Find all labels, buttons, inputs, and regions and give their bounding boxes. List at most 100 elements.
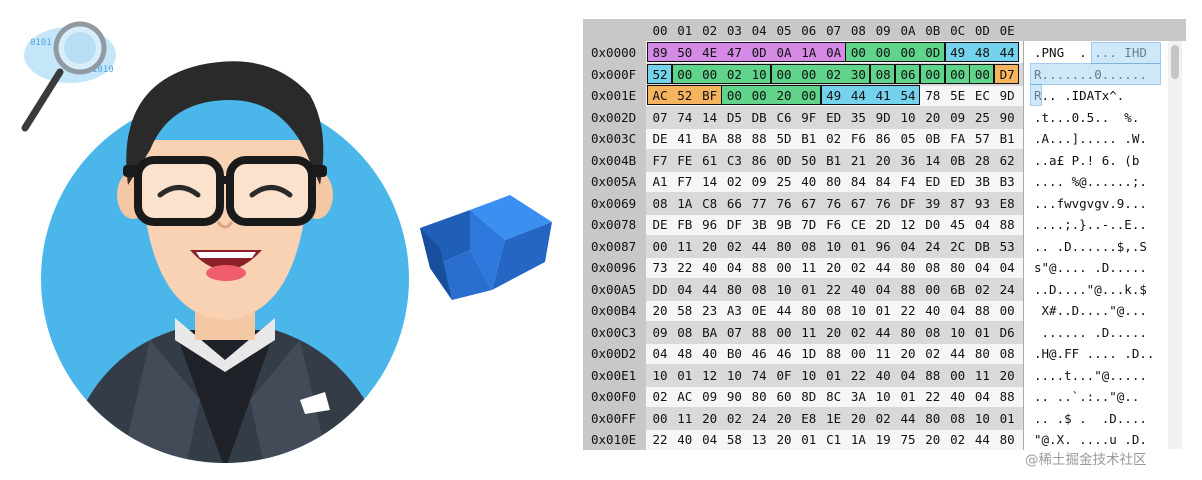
hex-byte[interactable]: 6B (950, 281, 966, 297)
hex-byte[interactable]: 22 (652, 432, 668, 447)
hex-byte[interactable]: 54 (900, 88, 916, 103)
hex-byte[interactable]: 73 (652, 260, 668, 275)
hex-byte[interactable]: 0D (925, 45, 941, 60)
ascii-text[interactable]: .... %@......;. (1034, 174, 1147, 189)
hex-byte[interactable]: B1 (801, 131, 817, 146)
hex-byte[interactable]: 01 (677, 367, 693, 383)
hex-byte[interactable]: 00 (875, 45, 891, 60)
hex-byte[interactable]: 07 (652, 109, 668, 125)
hex-byte[interactable]: 0A (826, 45, 842, 60)
hex-byte[interactable]: 80 (974, 346, 990, 361)
hex-byte[interactable]: 88 (925, 367, 941, 383)
hex-byte[interactable]: 20 (850, 410, 866, 426)
hex-byte[interactable]: 3B (751, 217, 767, 232)
hex-byte[interactable]: 9F (801, 109, 817, 125)
hex-byte[interactable]: 20 (776, 410, 792, 426)
hex-byte[interactable]: 52 (652, 66, 668, 82)
hex-byte[interactable]: 20 (776, 432, 792, 447)
hex-byte[interactable]: 50 (677, 45, 693, 60)
hex-byte[interactable]: 24 (925, 238, 941, 254)
ascii-text[interactable]: X#..D...."@... (1034, 303, 1147, 318)
hex-byte[interactable]: 14 (702, 174, 718, 189)
hex-byte[interactable]: 20 (702, 238, 718, 254)
hex-byte[interactable]: 00 (776, 260, 792, 275)
hex-byte[interactable]: 74 (677, 109, 693, 125)
hex-byte[interactable]: 11 (677, 238, 693, 254)
hex-byte[interactable]: 3A (850, 389, 866, 404)
hex-byte[interactable]: 35 (850, 109, 866, 125)
hex-byte[interactable]: 02 (726, 238, 742, 254)
hex-byte[interactable]: 20 (652, 303, 668, 318)
hex-byte[interactable]: 80 (801, 303, 817, 318)
hex-byte[interactable]: 02 (950, 432, 966, 447)
hex-byte[interactable]: 20 (900, 346, 916, 361)
hex-byte[interactable]: 22 (900, 303, 916, 318)
hex-byte[interactable]: B3 (999, 174, 1015, 189)
hex-byte[interactable]: 1A (677, 195, 693, 211)
hex-byte[interactable]: 76 (776, 195, 792, 211)
hex-byte[interactable]: 14 (702, 109, 718, 125)
hex-byte[interactable]: 20 (776, 88, 792, 103)
hex-byte[interactable]: 11 (974, 367, 990, 383)
hex-byte[interactable]: 84 (850, 174, 866, 189)
hex-byte[interactable]: 49 (826, 88, 842, 103)
hex-byte[interactable]: 88 (826, 346, 842, 361)
hex-byte[interactable]: D6 (999, 324, 1015, 340)
hex-byte[interactable]: 88 (751, 260, 767, 275)
hex-byte[interactable]: 88 (900, 281, 916, 297)
hex-byte[interactable]: B0 (726, 346, 742, 361)
hex-byte[interactable]: 10 (950, 324, 966, 340)
hex-byte[interactable]: 80 (925, 410, 941, 426)
hex-byte[interactable]: 96 (702, 217, 718, 232)
hex-byte[interactable]: B1 (826, 152, 842, 168)
hex-byte[interactable]: 4E (702, 45, 718, 60)
hex-byte[interactable]: FE (677, 152, 693, 168)
hex-byte[interactable]: DD (652, 281, 668, 297)
hex-byte[interactable]: 84 (875, 174, 891, 189)
hex-byte[interactable]: 08 (652, 195, 668, 211)
hex-byte[interactable]: 11 (875, 346, 891, 361)
hex-byte[interactable]: AC (677, 389, 693, 404)
hex-byte[interactable]: 67 (850, 195, 866, 211)
hex-byte[interactable]: 20 (999, 367, 1015, 383)
hex-byte[interactable]: 02 (652, 389, 668, 404)
hex-byte[interactable]: 01 (875, 303, 891, 318)
hex-byte[interactable]: 0A (776, 45, 792, 60)
hex-byte[interactable]: F7 (677, 174, 693, 189)
hex-byte[interactable]: 86 (875, 131, 891, 146)
hex-byte[interactable]: ED (925, 174, 941, 189)
hex-byte[interactable]: 01 (826, 367, 842, 383)
hex-byte[interactable]: 89 (652, 45, 668, 60)
hex-byte[interactable]: 88 (751, 131, 767, 146)
hex-byte[interactable]: 01 (850, 238, 866, 254)
hex-byte[interactable]: 01 (974, 324, 990, 340)
hex-byte[interactable]: 00 (950, 367, 966, 383)
hex-byte[interactable]: 20 (702, 410, 718, 426)
hex-byte[interactable]: 80 (751, 389, 767, 404)
hex-byte[interactable]: 02 (826, 66, 842, 82)
hex-byte[interactable]: 10 (826, 238, 842, 254)
hex-byte[interactable]: 04 (950, 303, 966, 318)
hex-byte[interactable]: 08 (801, 238, 817, 254)
hex-byte[interactable]: 10 (875, 389, 891, 404)
hex-byte[interactable]: 22 (850, 367, 866, 383)
hex-byte[interactable]: 61 (702, 152, 718, 168)
hex-byte[interactable]: 88 (999, 217, 1015, 232)
hex-byte[interactable]: 93 (974, 195, 990, 211)
hex-byte[interactable]: FA (950, 131, 966, 146)
hex-byte[interactable]: 96 (875, 238, 891, 254)
hex-byte[interactable]: 40 (677, 432, 693, 447)
hex-byte[interactable]: B1 (999, 131, 1015, 146)
hex-byte[interactable]: 08 (826, 303, 842, 318)
hex-byte[interactable]: 1A (850, 432, 866, 447)
hex-byte[interactable]: 08 (950, 410, 966, 426)
hex-byte[interactable]: BA (702, 324, 718, 340)
hex-byte[interactable]: 20 (925, 109, 941, 125)
hex-byte[interactable]: 02 (974, 281, 990, 297)
hex-byte[interactable]: 00 (850, 45, 866, 60)
hex-byte[interactable]: 0B (950, 152, 966, 168)
hex-byte[interactable]: 44 (776, 303, 792, 318)
hex-byte[interactable]: 10 (652, 367, 668, 383)
hex-byte[interactable]: E8 (801, 410, 817, 426)
hex-byte[interactable]: 00 (726, 88, 742, 103)
